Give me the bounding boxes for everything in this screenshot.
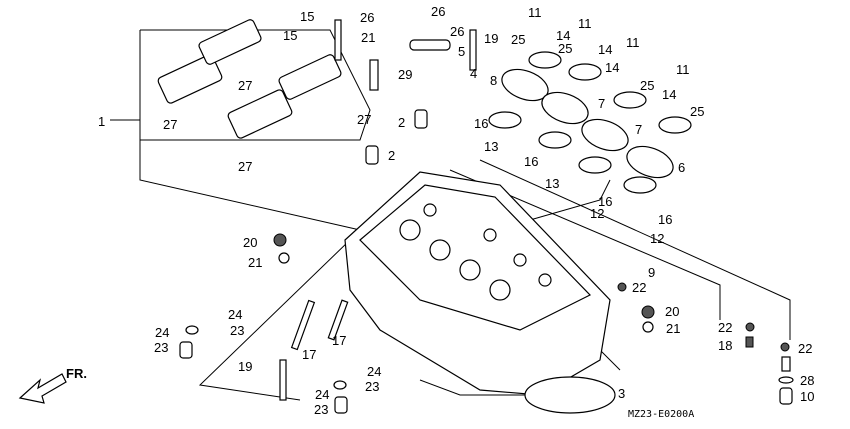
callout: 1 (98, 114, 105, 129)
callout: 21 (666, 321, 680, 336)
callout: 4 (470, 66, 477, 81)
callout: 2 (388, 148, 395, 163)
callout: 10 (800, 389, 814, 404)
callout: 17 (332, 333, 346, 348)
callout: 11 (676, 62, 690, 77)
callout: 22 (798, 341, 812, 356)
callout: 20 (243, 235, 257, 250)
callout: 27 (163, 117, 177, 132)
callout: 3 (618, 386, 625, 401)
callout: 15 (283, 28, 297, 43)
cylinder-head (344, 171, 616, 414)
direction-label: FR. (66, 366, 87, 381)
callout: 26 (431, 4, 445, 19)
callout: 16 (598, 194, 612, 209)
callout: 23 (230, 323, 244, 338)
small-parts (179, 19, 794, 414)
diagram-code: MZ23-E0200A (628, 409, 694, 420)
callout: 20 (665, 304, 679, 319)
callout: 27 (357, 112, 371, 127)
callout: 26 (450, 24, 464, 39)
callout: 23 (154, 340, 168, 355)
callout: 24 (155, 325, 169, 340)
callout: 5 (458, 44, 465, 59)
callout: 22 (718, 320, 732, 335)
callout: 28 (800, 373, 814, 388)
callout: 25 (558, 41, 572, 56)
callout: 12 (590, 206, 604, 221)
callout: 23 (365, 379, 379, 394)
callout: 19 (238, 359, 252, 374)
callout: 22 (632, 280, 646, 295)
callout: 26 (360, 10, 374, 25)
callout: 27 (238, 159, 252, 174)
callout: 8 (490, 73, 497, 88)
callout: 24 (367, 364, 381, 379)
callout: 11 (626, 35, 640, 50)
callout: 14 (662, 87, 676, 102)
callout: 27 (238, 78, 252, 93)
callout: 21 (361, 30, 375, 45)
callout: 14 (598, 42, 612, 57)
insulators-and-clamps (488, 51, 692, 194)
callout: 16 (524, 154, 538, 169)
callout: 29 (398, 67, 412, 82)
callout: 7 (598, 96, 605, 111)
callout: 6 (678, 160, 685, 175)
callout-labels: 1 2 2 3 4 5 6 7 7 8 9 10 11 11 11 11 12 … (98, 4, 814, 417)
callout: 7 (635, 122, 642, 137)
callout: 18 (718, 338, 732, 353)
callout: 25 (640, 78, 654, 93)
callout: 16 (658, 212, 672, 227)
callout: 24 (228, 307, 242, 322)
callout: 13 (545, 176, 559, 191)
camshaft-holders (157, 19, 342, 139)
callout: 15 (300, 9, 314, 24)
callout: 12 (650, 231, 664, 246)
callout: 2 (398, 115, 405, 130)
callout: 16 (474, 116, 488, 131)
callout: 11 (578, 16, 592, 31)
callout: 25 (511, 32, 525, 47)
callout: 17 (302, 347, 316, 362)
front-direction-arrow: FR. (18, 366, 87, 404)
callout: 13 (484, 139, 498, 154)
callout: 25 (690, 104, 704, 119)
callout: 24 (315, 387, 329, 402)
callout: 19 (484, 31, 498, 46)
callout: 14 (556, 28, 570, 43)
callout: 23 (314, 402, 328, 417)
callout: 21 (248, 255, 262, 270)
callout: 11 (528, 5, 542, 20)
gasket (524, 376, 616, 414)
callout: 14 (605, 60, 619, 75)
callout: 9 (648, 265, 655, 280)
